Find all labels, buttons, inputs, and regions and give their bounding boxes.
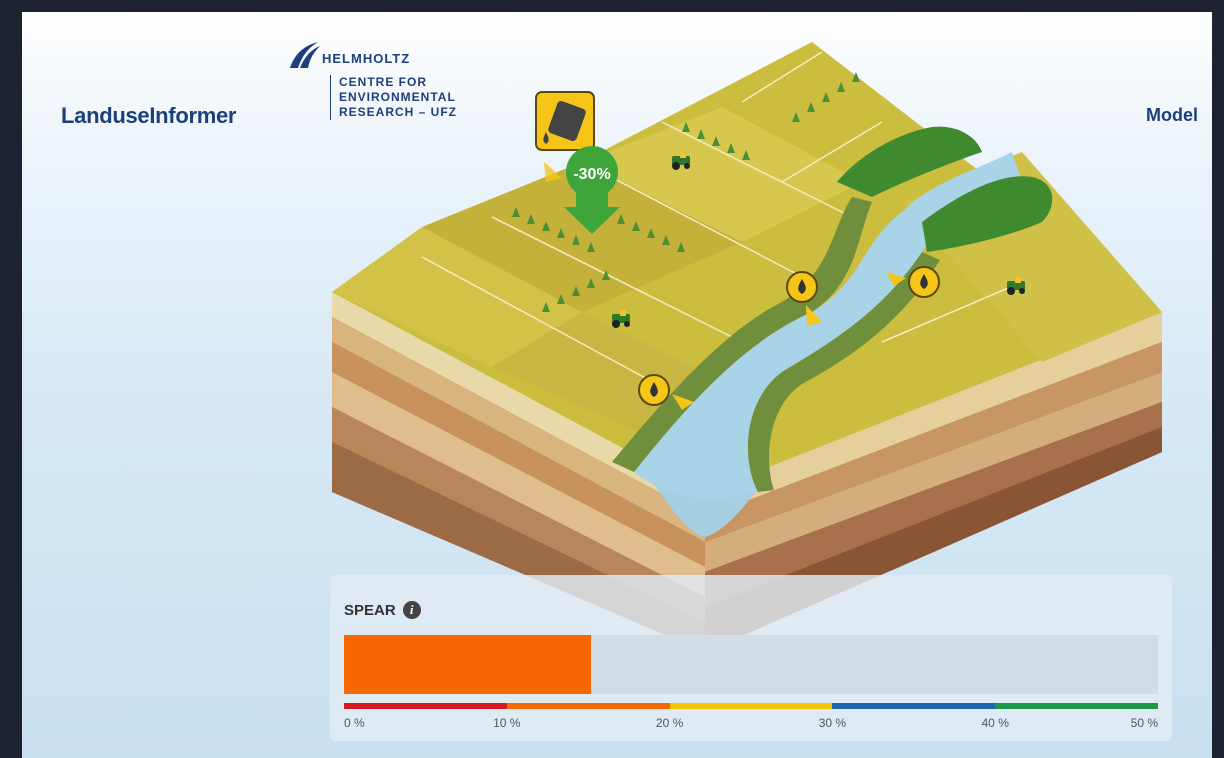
- spear-title-text: SPEAR: [344, 601, 396, 619]
- field-strip: [422, 162, 742, 312]
- forest: [922, 176, 1053, 252]
- helmholtz-emblem-icon: [290, 42, 320, 68]
- app-title: LanduseInformer: [61, 103, 237, 128]
- scale-segment: [995, 703, 1158, 709]
- helmholtz-logo: HELMHOLTZ CENTRE FOR ENVIRONMENTAL RESEA…: [286, 40, 506, 140]
- tractor-icon: [1007, 277, 1025, 295]
- spear-bar-track: [344, 635, 1158, 694]
- tractor-icon: [612, 310, 630, 328]
- model-link[interactable]: Model: [1146, 105, 1198, 125]
- spear-tick-labels: 0 % 10 % 20 % 30 % 40 % 50 %: [344, 716, 1158, 730]
- info-icon[interactable]: i: [402, 601, 421, 619]
- spear-color-scale: [344, 703, 1158, 709]
- scale-segment: [669, 703, 833, 709]
- runoff-drop-icon: [886, 266, 940, 298]
- app-window: LanduseInformer HELMHOLTZ CENTRE FOR ENV…: [22, 12, 1212, 758]
- logo-subtitle: CENTRE FOR ENVIRONMENTAL RESEARCH – UFZ: [330, 75, 457, 120]
- scale-segment: [832, 703, 996, 709]
- logo-subtitle-line: ENVIRONMENTAL: [339, 90, 456, 104]
- runoff-drop-icon: [638, 374, 694, 410]
- spear-panel: SPEAR i 0 % 10 % 20 % 30 % 40 % 50 %: [330, 575, 1172, 741]
- forest: [837, 126, 982, 197]
- spear-bar-fill: [344, 635, 592, 694]
- field-strip: [582, 107, 862, 242]
- field-boundaries: [421, 51, 1023, 388]
- tick-label: 30 %: [818, 716, 847, 730]
- scale-segment: [506, 703, 670, 709]
- tick-label: 10 %: [493, 716, 521, 730]
- reduction-label: -30%: [573, 166, 610, 183]
- runoff-drop-icon: [786, 271, 822, 326]
- logo-subtitle-line: RESEARCH – UFZ: [339, 105, 458, 119]
- logo-name: HELMHOLTZ: [322, 51, 411, 66]
- tick-label: 20 %: [655, 716, 684, 730]
- tick-label: 40 %: [981, 716, 1009, 730]
- reduction-arrow-icon: [564, 146, 620, 234]
- scale-segment: [344, 703, 507, 709]
- river-bank: [748, 252, 940, 492]
- tree-rows: [512, 72, 860, 312]
- tick-label: 50 %: [1130, 716, 1158, 730]
- logo-subtitle-line: CENTRE FOR: [339, 75, 427, 89]
- pesticide-canister-icon: [535, 91, 595, 182]
- tick-label: 0 %: [344, 716, 365, 730]
- river-bank: [612, 197, 872, 472]
- spear-title: SPEAR i: [344, 601, 421, 619]
- field-strip: [332, 227, 582, 367]
- tractor-icon: [672, 152, 690, 170]
